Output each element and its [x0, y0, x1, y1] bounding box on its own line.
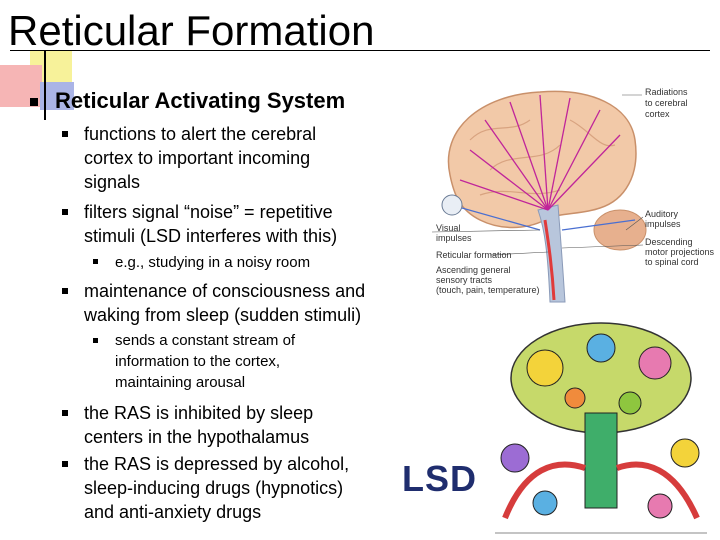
bullet-functions: functions to alert the cerebral cortex t… — [84, 122, 316, 194]
radiation-arrows — [459, 94, 621, 211]
sub-bullet-constant-stream: sends a constant stream of information t… — [115, 330, 295, 393]
tree-trunk — [584, 412, 618, 509]
gyri-lines — [469, 119, 616, 196]
label-line: motor projections — [645, 247, 715, 257]
bullet-inhibited: the RAS is inhibited by sleep centers in… — [84, 401, 313, 449]
auditory-impulses-label: Auditory impulses — [645, 209, 681, 229]
label-line: sensory tracts — [436, 275, 493, 285]
label-line: Visual — [436, 223, 460, 233]
label-line: Radiations — [645, 87, 688, 97]
sub-bullet-noisy-room: e.g., studying in a noisy room — [115, 254, 311, 271]
bullet-marker — [62, 209, 68, 215]
visual-impulses-label: Visual impulses — [436, 223, 472, 243]
radiations-label: Radiations to cerebral cortex — [645, 87, 688, 119]
text-line: signals — [84, 172, 141, 192]
visual-pathway — [461, 207, 541, 231]
bullet-marker — [62, 461, 68, 467]
cerebellum-shape — [593, 209, 647, 251]
text-line: cortex to important incoming — [84, 148, 311, 168]
art-blob — [526, 349, 564, 387]
bullet-marker — [62, 288, 68, 294]
text-line: stimuli (LSD interferes with this) — [84, 226, 338, 246]
label-line: (touch, pain, temperature) — [436, 285, 540, 295]
eye-icon — [441, 194, 463, 216]
descending-motor-label: Descending motor projections to spinal c… — [645, 237, 715, 267]
bullet-depressed: the RAS is depressed by alcohol, sleep-i… — [84, 452, 349, 524]
cerebrum-shape — [447, 90, 637, 229]
art-blob — [618, 391, 642, 415]
bullet-marker — [93, 338, 98, 343]
art-blob — [638, 346, 672, 380]
text-line: sends a constant stream of — [115, 332, 296, 349]
label-line: to spinal cord — [645, 257, 699, 267]
label-line: impulses — [436, 233, 472, 243]
lsd-label: LSD — [402, 458, 477, 499]
art-blob — [586, 333, 616, 363]
title-divider — [10, 50, 710, 51]
label-leaders — [431, 94, 644, 256]
art-blob — [647, 493, 673, 519]
label-line: Ascending general — [436, 265, 511, 275]
text-line: functions to alert the cerebral — [84, 124, 317, 144]
section-heading: Reticular Activating System — [55, 88, 346, 113]
label-line: impulses — [645, 219, 681, 229]
psychedelic-artwork — [485, 318, 717, 540]
text-line: filters signal “noise” = repetitive — [84, 202, 333, 222]
text-line: centers in the hypothalamus — [84, 427, 310, 447]
label-line: cortex — [645, 109, 670, 119]
art-branches — [502, 461, 700, 520]
ascending-tracts-label: Ascending general sensory tracts (touch,… — [436, 265, 540, 295]
bullet-marker — [62, 131, 68, 137]
text-line: waking from sleep (sudden stimuli) — [84, 305, 362, 325]
bullet-marker — [93, 259, 98, 264]
text-line: the RAS is depressed by alcohol, — [84, 454, 350, 474]
bullet-marker — [30, 98, 38, 106]
brainstem-shape — [537, 204, 566, 303]
art-blob — [670, 438, 700, 468]
bullet-marker — [62, 410, 68, 416]
text-line: and anti-anxiety drugs — [84, 502, 262, 522]
art-blob — [500, 443, 530, 473]
text-line: maintenance of consciousness and — [84, 281, 366, 301]
label-line: Descending — [645, 237, 693, 247]
reticular-core — [543, 219, 556, 301]
brain-diagram: Radiations to cerebral cortex Visual imp… — [431, 87, 715, 303]
text-line: maintaining arousal — [115, 374, 246, 391]
label-line: to cerebral — [645, 98, 688, 108]
bullet-maintenance: maintenance of consciousness and waking … — [84, 279, 365, 327]
text-line: information to the cortex, — [115, 353, 281, 370]
text-line: sleep-inducing drugs (hypnotics) — [84, 478, 344, 498]
bullet-filters: filters signal “noise” = repetitive stim… — [84, 200, 337, 248]
decor-vertical-line — [44, 50, 46, 120]
text-line: the RAS is inhibited by sleep — [84, 403, 314, 423]
reticular-formation-label: Reticular formation — [436, 250, 512, 260]
art-blob — [564, 387, 586, 409]
label-line: Auditory — [645, 209, 679, 219]
slide-title: Reticular Formation — [8, 7, 375, 54]
art-blob — [532, 490, 558, 516]
auditory-pathway — [561, 219, 636, 231]
